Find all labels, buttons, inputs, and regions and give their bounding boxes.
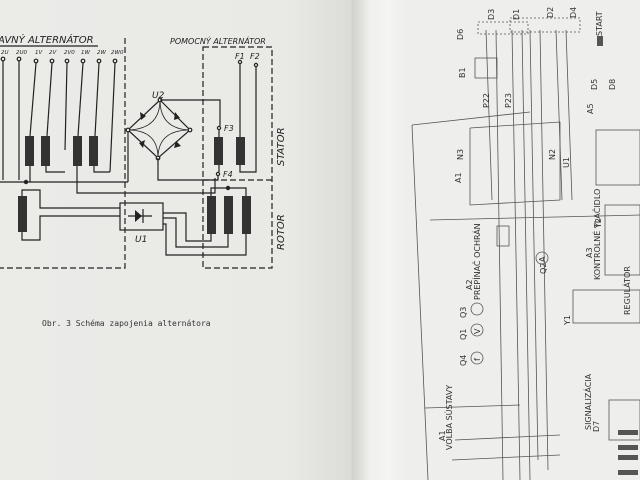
- d7-description: SIGNALIZÁCIA: [582, 373, 593, 430]
- label-q1: Q1: [459, 329, 468, 340]
- bridge-label: U2: [152, 91, 165, 101]
- label-a2: A2: [465, 279, 474, 290]
- rotor-label: ROTOR: [276, 214, 287, 250]
- label-p23: P23: [504, 93, 513, 108]
- winding-resistors: [18, 136, 98, 232]
- terminal-f2: F2: [250, 52, 260, 61]
- label-b1: B1: [458, 67, 467, 78]
- terminal-label: 2V: [49, 50, 57, 56]
- label-n2: N2: [548, 149, 557, 160]
- terminal-label: 2V0: [64, 50, 75, 56]
- label-d1: D1: [512, 9, 521, 20]
- stator-label: STATOR: [276, 127, 287, 166]
- book-gutter: [352, 0, 412, 480]
- terminal-label: 2W0: [111, 50, 124, 56]
- label-d5: D5: [590, 79, 599, 90]
- label-q3: Q3: [459, 307, 468, 318]
- label-q4: Q4: [459, 355, 468, 366]
- left-page: [0, 0, 360, 480]
- a2-description: PREPÍNAČ OCHRÁN: [471, 223, 482, 300]
- a1-description: VOLBA SÚSTAVY: [443, 385, 454, 450]
- label-n3: N3: [456, 149, 465, 160]
- label-q2: Q2: [539, 263, 548, 274]
- regulator-text: REGULÁTOR: [621, 266, 632, 315]
- label-d3: D3: [487, 9, 496, 20]
- figure-caption: Obr. 3 Schéma zapojenia alternátora: [42, 319, 211, 328]
- ammeter-symbol: A: [538, 256, 547, 262]
- a3-description: KONTROLNÉ TLAČIDLO: [591, 189, 602, 280]
- label-y2: Y2: [594, 218, 603, 229]
- label-d4: D4: [569, 7, 578, 18]
- label-a1: A1: [454, 172, 463, 183]
- terminal-label: 2W: [97, 50, 106, 56]
- terminal-label: 2U: [1, 50, 9, 56]
- label-d6: D6: [456, 29, 465, 40]
- frequency-meter-symbol: f: [473, 358, 482, 361]
- label-start: START: [595, 11, 604, 36]
- label-d8: D8: [608, 79, 617, 90]
- terminal-label: 1V: [35, 50, 43, 56]
- label-y1: Y1: [563, 315, 572, 326]
- main-alternator-title: AVNÝ ALTERNÁTOR: [0, 33, 94, 46]
- terminal-f1: F1: [235, 52, 245, 61]
- rectifier-label: U1: [135, 235, 147, 245]
- terminal-label: 1W: [81, 50, 90, 56]
- terminal-label: 2U0: [16, 50, 28, 56]
- label-d2: D2: [546, 7, 555, 18]
- label-p22: P22: [482, 93, 491, 108]
- voltmeter-symbol: V: [473, 328, 482, 334]
- label-a5: A5: [586, 103, 595, 114]
- aux-alternator-title: POMOCNÝ ALTERNÁTOR: [170, 35, 266, 46]
- terminal-f4: F4: [223, 170, 233, 179]
- terminal-f3: F3: [224, 124, 234, 133]
- label-u1: U1: [562, 157, 571, 168]
- label-d7: D7: [592, 421, 601, 432]
- label-a1-lower: A1: [438, 430, 447, 441]
- label-a3: A3: [585, 247, 594, 258]
